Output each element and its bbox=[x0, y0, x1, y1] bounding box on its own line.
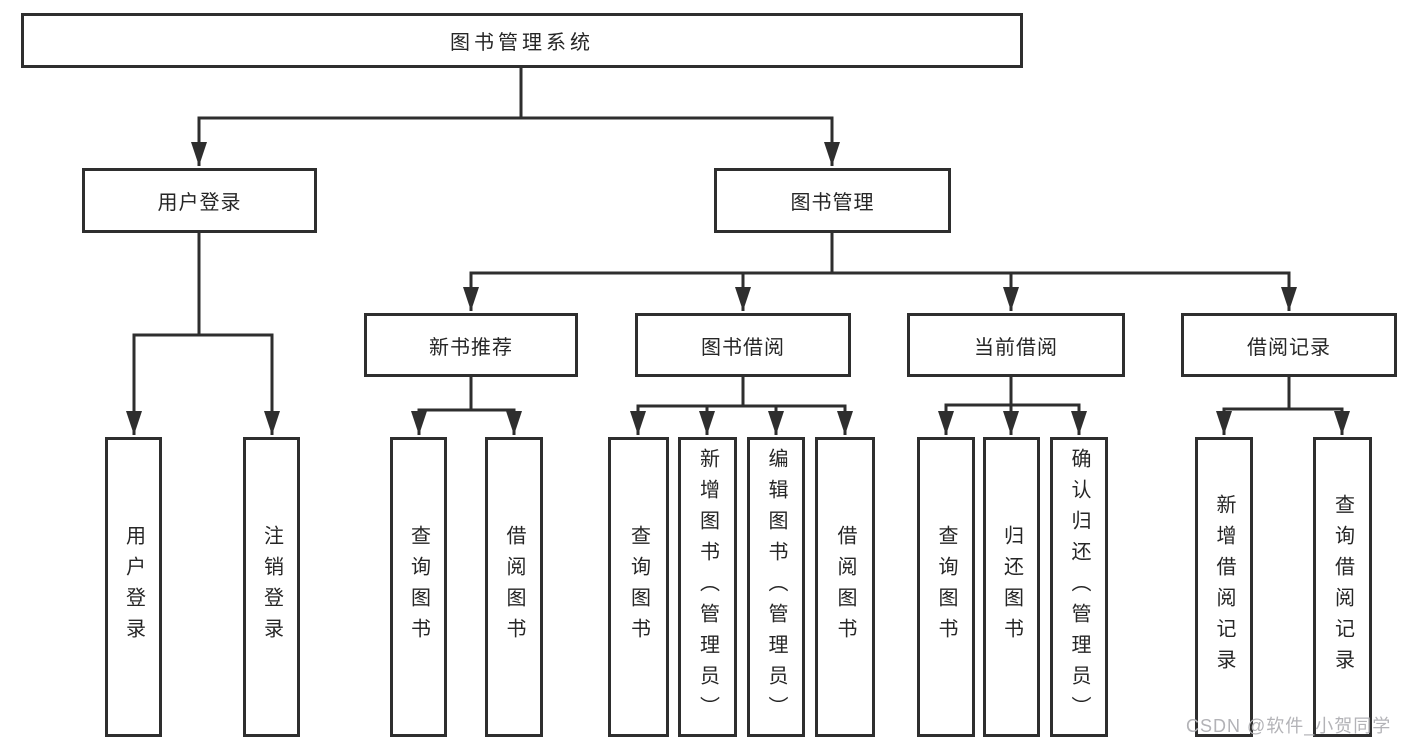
leaf-query-books-current-label: 查询图书 bbox=[935, 525, 957, 649]
node-book-borrow-label: 图书借阅 bbox=[701, 336, 785, 359]
leaf-query-books-borrow-label: 查询图书 bbox=[627, 525, 650, 649]
node-borrow-records: 借阅记录 bbox=[1181, 313, 1397, 377]
node-new-book-rec: 新书推荐 bbox=[364, 313, 578, 377]
leaf-borrow-books-rec: 借阅图书 bbox=[485, 437, 543, 737]
node-user-login-label: 用户登录 bbox=[157, 192, 242, 214]
leaf-return-books: 归还图书 bbox=[983, 437, 1040, 737]
leaf-query-books-rec: 查询图书 bbox=[390, 437, 447, 737]
leaf-query-borrow-record: 查询借阅记录 bbox=[1313, 437, 1372, 737]
leaf-confirm-return-admin-label: 确认归还（管理员） bbox=[1068, 447, 1090, 727]
node-book-mgmt-label: 图书管理 bbox=[790, 192, 875, 214]
watermark: CSDN @软件_小贺同学 bbox=[1186, 716, 1392, 736]
leaf-borrow-books-rec-label: 借阅图书 bbox=[503, 525, 525, 649]
node-root: 图书管理系统 bbox=[21, 13, 1023, 68]
leaf-query-books-rec-label: 查询图书 bbox=[407, 525, 430, 649]
leaf-add-books-admin: 新增图书（管理员） bbox=[678, 437, 737, 737]
leaf-borrow-books-borrow: 借阅图书 bbox=[815, 437, 875, 737]
node-user-login: 用户登录 bbox=[82, 168, 317, 233]
leaf-user-login-label: 用户登录 bbox=[122, 525, 145, 649]
leaf-user-login: 用户登录 bbox=[105, 437, 162, 737]
leaf-query-books-current: 查询图书 bbox=[917, 437, 975, 737]
node-borrow-records-label: 借阅记录 bbox=[1247, 336, 1331, 359]
leaf-edit-books-admin: 编辑图书（管理员） bbox=[747, 437, 805, 737]
leaf-borrow-books-borrow-label: 借阅图书 bbox=[834, 525, 856, 649]
leaf-confirm-return-admin: 确认归还（管理员） bbox=[1050, 437, 1108, 737]
node-current-borrow-label: 当前借阅 bbox=[974, 336, 1058, 359]
node-book-borrow: 图书借阅 bbox=[635, 313, 851, 377]
leaf-logout-label: 注销登录 bbox=[260, 525, 283, 649]
leaf-return-books-label: 归还图书 bbox=[1000, 525, 1023, 649]
node-book-mgmt: 图书管理 bbox=[714, 168, 951, 233]
leaf-add-borrow-record: 新增借阅记录 bbox=[1195, 437, 1253, 737]
leaf-add-borrow-record-label: 新增借阅记录 bbox=[1213, 494, 1235, 680]
node-current-borrow: 当前借阅 bbox=[907, 313, 1125, 377]
leaf-edit-books-admin-label: 编辑图书（管理员） bbox=[765, 447, 787, 727]
leaf-query-books-borrow: 查询图书 bbox=[608, 437, 669, 737]
leaf-query-borrow-record-label: 查询借阅记录 bbox=[1331, 494, 1354, 680]
node-new-book-rec-label: 新书推荐 bbox=[429, 336, 513, 359]
node-root-label: 图书管理系统 bbox=[450, 32, 594, 54]
leaf-logout: 注销登录 bbox=[243, 437, 300, 737]
leaf-add-books-admin-label: 新增图书（管理员） bbox=[696, 447, 719, 727]
